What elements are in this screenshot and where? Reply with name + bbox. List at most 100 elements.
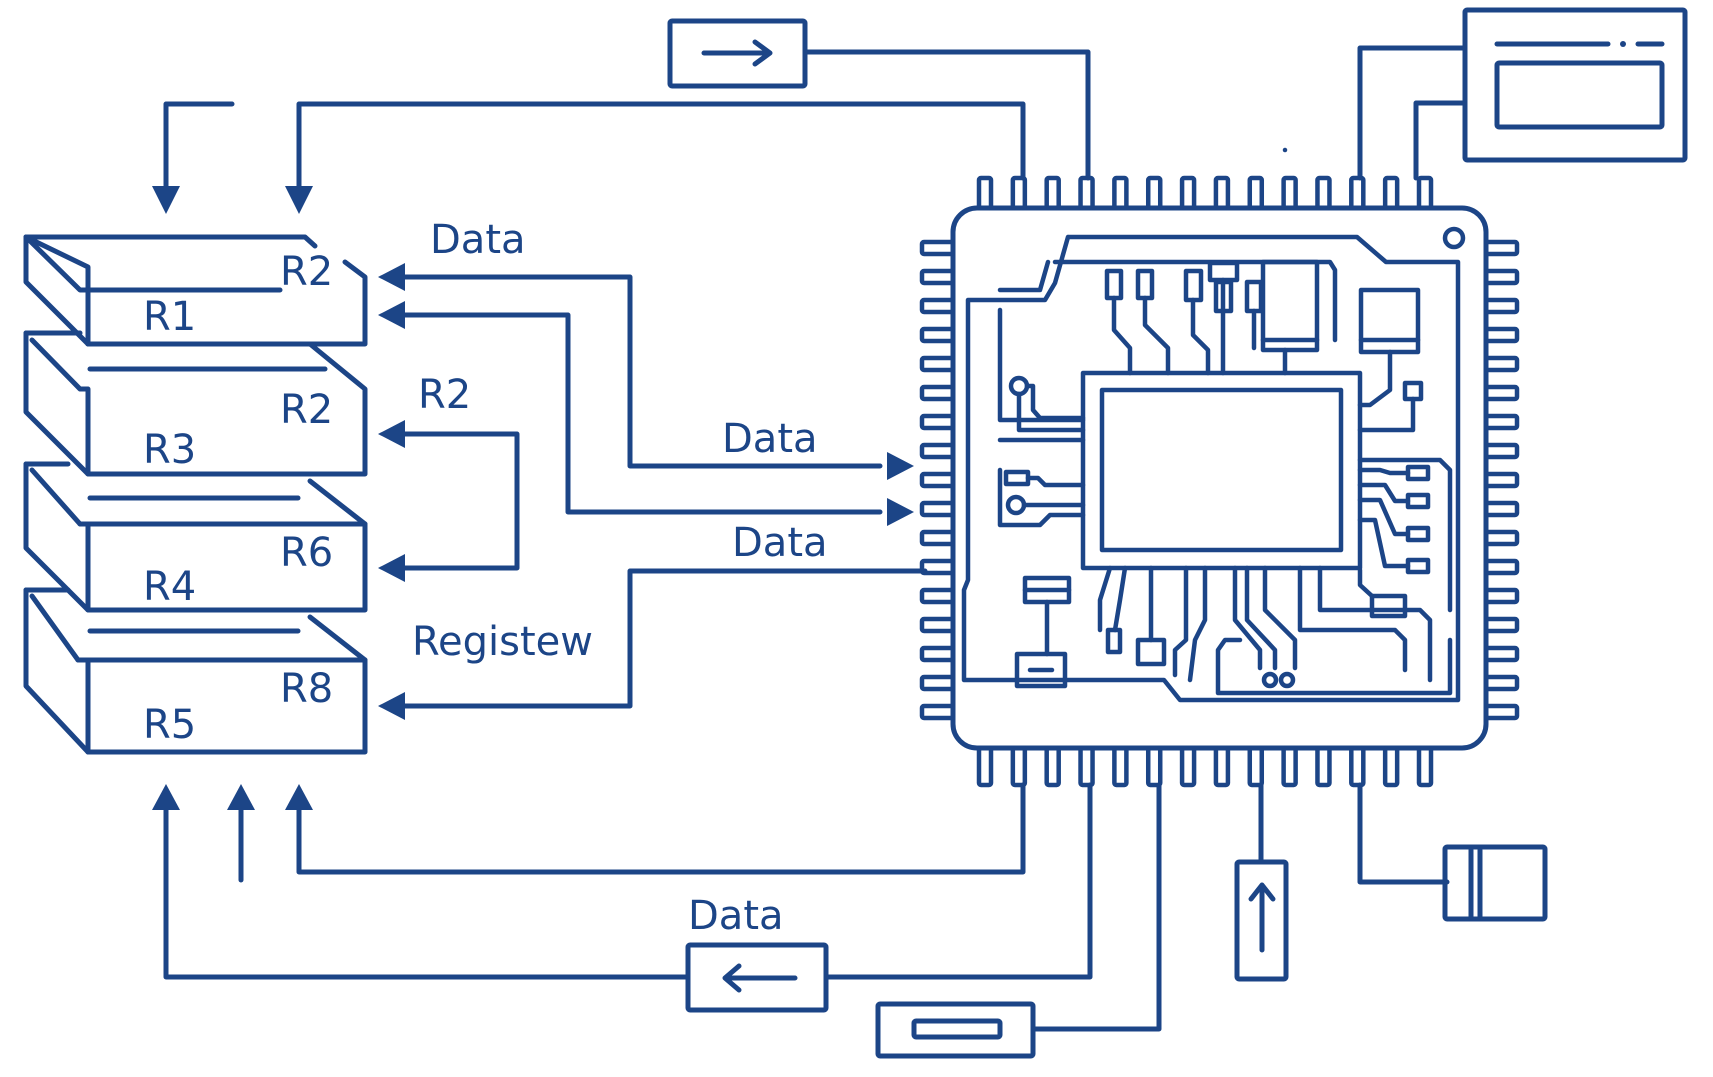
- chip-pin-right: [1483, 326, 1520, 344]
- chip-pin-top: [976, 175, 994, 211]
- register-label-r6: R6: [280, 530, 333, 576]
- processor-chip[interactable]: [919, 147, 1520, 788]
- chip-pin-right: [1483, 674, 1520, 692]
- chip-pin-top: [1382, 175, 1400, 211]
- chip-pin-top: [1213, 175, 1231, 211]
- chip-pin-top: [1315, 175, 1332, 211]
- register-block-1[interactable]: [23, 234, 368, 347]
- chip-pin-right: [1483, 471, 1520, 489]
- chip-pin-left: [919, 326, 956, 344]
- chip-pin-top: [1112, 175, 1129, 211]
- chip-pin-right: [1483, 587, 1520, 605]
- chip-pin-right: [1483, 500, 1520, 518]
- register-label-r2-top: R2: [280, 249, 333, 295]
- chip-pin-left: [919, 268, 956, 286]
- chip-pin-bottom: [1112, 745, 1129, 788]
- chip-pin-right: [1483, 645, 1520, 663]
- chip-pin-right: [1483, 413, 1520, 431]
- register-label-r4: R4: [143, 564, 196, 610]
- chip-pin-left: [919, 703, 956, 721]
- chip-pin-right: [1483, 558, 1520, 576]
- bottom-feed-line-1: [163, 797, 691, 980]
- arrowhead-to-chip-1: [887, 452, 914, 480]
- chip-pin-right: [1483, 239, 1520, 257]
- display-window[interactable]: [1462, 7, 1688, 163]
- bottom-feed-line-3: [296, 782, 1026, 875]
- register-block-3[interactable]: [23, 461, 368, 613]
- register-file: [23, 234, 368, 755]
- arrow-left-icon: [722, 963, 798, 993]
- register-block-2[interactable]: [23, 330, 368, 477]
- chip-pin-bottom: [1044, 745, 1061, 788]
- chip-pin-right: [1483, 529, 1520, 547]
- chip-pin-bottom: [1010, 745, 1028, 788]
- chip-pin-left: [919, 529, 956, 547]
- register-label-r1: R1: [143, 294, 196, 340]
- chip-pins-top: [976, 175, 1434, 211]
- bus-label-data-middle-2: Data: [732, 520, 828, 566]
- chip-pin-top: [1078, 175, 1095, 211]
- register-label-r5: R5: [143, 702, 196, 748]
- chip-pin-left: [919, 558, 956, 576]
- bus-label-data-middle-1: Data: [722, 416, 818, 462]
- arrowhead-bus-data-second: [378, 301, 405, 329]
- chip-pin-right: [1483, 442, 1520, 460]
- arrowhead-top-1: [152, 186, 180, 214]
- connector[interactable]: [1442, 844, 1548, 922]
- arrowhead-bottom-3: [285, 784, 313, 810]
- chip-pin-left: [919, 587, 956, 605]
- chip-pin-left: [919, 297, 956, 315]
- chip-pins-left: [919, 239, 956, 721]
- chip-pins-right: [1483, 239, 1520, 721]
- chip-pin-left: [919, 239, 956, 257]
- register-block-4[interactable]: [23, 587, 368, 755]
- chip-pin-left: [919, 471, 956, 489]
- chip-pin-top: [1416, 175, 1434, 211]
- chip-pin-right: [1483, 355, 1520, 373]
- chip-pin-left: [919, 384, 956, 402]
- upload-port[interactable]: [1234, 859, 1289, 982]
- arrowhead-bus-data-top: [378, 263, 405, 291]
- chip-pin-bottom: [1145, 745, 1163, 788]
- memory-slot[interactable]: [875, 1001, 1036, 1059]
- top-feed-line-1: [163, 101, 235, 203]
- output-buffer[interactable]: [667, 18, 808, 89]
- arrowhead-bottom-1: [152, 784, 180, 810]
- chip-pin-bottom: [1349, 745, 1366, 788]
- arrowhead-bus-register: [378, 692, 405, 720]
- bus-label-r2: R2: [418, 372, 471, 418]
- bus-line-data-second: [392, 312, 883, 515]
- chip-pin-bottom: [1382, 745, 1400, 788]
- chip-pin-right: [1483, 268, 1520, 286]
- chip-pin-left: [919, 674, 956, 692]
- chip-pin-left: [919, 413, 956, 431]
- chip-pin-top: [1145, 175, 1163, 211]
- chip-pin-bottom: [1179, 745, 1197, 788]
- arrowhead-bus-r2: [378, 420, 405, 448]
- arrowhead-to-chip-2: [887, 498, 914, 526]
- chip-circuitry: [961, 147, 1466, 703]
- chip-pin-top: [1010, 175, 1028, 211]
- register-label-r3: R3: [143, 427, 196, 473]
- top-feed-line-2: [296, 101, 1026, 203]
- chip-pin-left: [919, 645, 956, 663]
- bus-label-register: Registew: [412, 619, 593, 665]
- bus-line-register: [392, 568, 928, 709]
- line-to-output-buffer: [802, 49, 1091, 181]
- chip-pin-top: [1044, 175, 1061, 211]
- arrowhead-top-2: [285, 186, 313, 214]
- line-to-connector: [1357, 782, 1450, 885]
- line-to-display-2: [1413, 100, 1468, 181]
- bus-line-data-top: [392, 274, 883, 469]
- chip-pin-bottom: [1078, 745, 1095, 788]
- chip-pin-bottom: [1213, 745, 1231, 788]
- chip-pin-bottom: [976, 745, 994, 788]
- chip-pin-left: [919, 616, 956, 634]
- chip-pin-bottom: [1315, 745, 1332, 788]
- input-buffer[interactable]: [685, 942, 829, 1013]
- arrow-right-icon: [701, 39, 773, 67]
- line-to-display-1: [1357, 45, 1468, 181]
- arrowhead-bus-r6: [378, 554, 405, 582]
- chip-pin-right: [1483, 703, 1520, 721]
